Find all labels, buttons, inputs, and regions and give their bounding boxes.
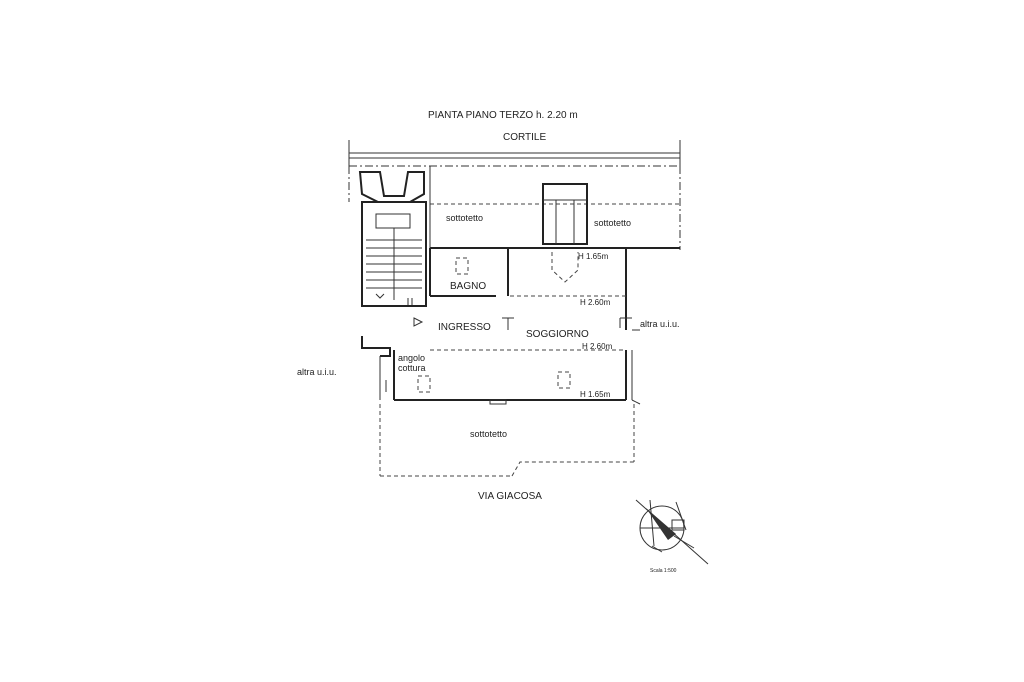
- staircase-icon: [358, 171, 427, 307]
- kitchen-label-1: angolo: [398, 353, 425, 363]
- height-label-3: H 2.60m: [582, 342, 613, 351]
- other-unit-right-label: altra u.i.u.: [640, 319, 680, 329]
- attic-right-label: sottotetto: [594, 218, 631, 228]
- living-fixture: [557, 371, 571, 389]
- apartment-walls: [361, 248, 640, 405]
- height-label-1: H 1.65m: [578, 252, 609, 261]
- plan-title: PIANTA PIANO TERZO h. 2.20 m: [428, 110, 578, 121]
- bathroom-fixture: [455, 257, 469, 275]
- attic-band: [348, 165, 681, 250]
- kitchen-label-2: cottura: [398, 363, 426, 373]
- height-label-2: H 2.60m: [580, 298, 611, 307]
- front-attic-outline: [379, 399, 641, 477]
- scale-label: Scala 1:500: [650, 568, 677, 574]
- height-label-4: H 1.65m: [580, 390, 611, 399]
- street-label: VIA GIACOSA: [478, 491, 542, 502]
- entrance-label: INGRESSO: [438, 322, 491, 333]
- attic-front-label: sottotetto: [470, 429, 507, 439]
- north-arrow-icon: [635, 499, 709, 565]
- living-label: SOGGIORNO: [526, 329, 589, 340]
- bathroom-label: BAGNO: [450, 281, 486, 292]
- entrance-arrow-icon: [413, 317, 424, 327]
- courtyard-label: CORTILE: [503, 132, 546, 143]
- other-unit-left-label: altra u.i.u.: [297, 367, 337, 377]
- chimney-shaft: [542, 183, 588, 283]
- courtyard-boundary: [348, 140, 681, 166]
- kitchen-fixture: [417, 375, 431, 393]
- attic-left-label: sottotetto: [446, 213, 483, 223]
